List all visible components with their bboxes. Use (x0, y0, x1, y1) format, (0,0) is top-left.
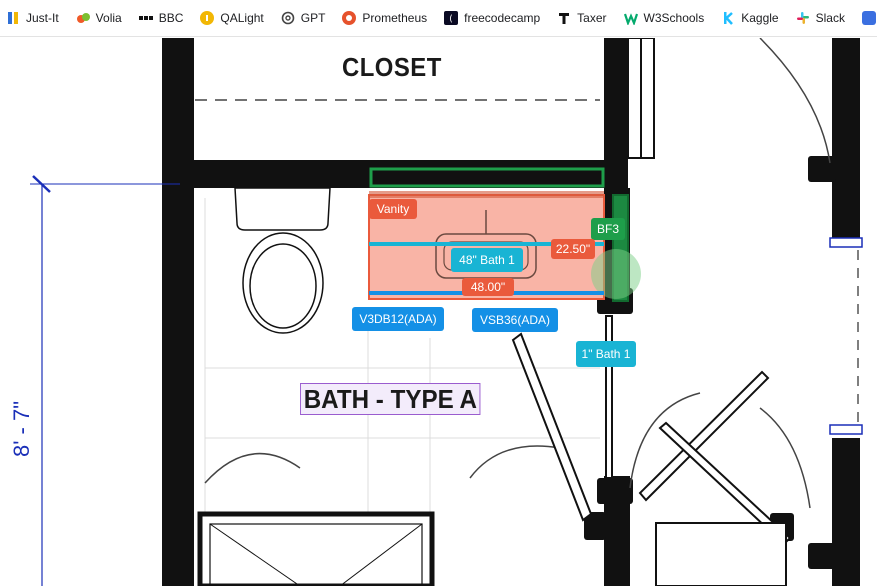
bookmark-freecodecamp[interactable]: ( freecodecamp (444, 11, 540, 25)
bath-1-label[interactable]: 1" Bath 1 (576, 341, 636, 367)
width-48-label[interactable]: 48.00" (462, 278, 514, 296)
floor-plan-drawing (30, 38, 863, 586)
bookmark-just-it[interactable]: Just-It (6, 11, 59, 25)
prometheus-icon (342, 11, 357, 25)
qalight-icon (200, 11, 215, 25)
taxer-icon (557, 11, 571, 25)
bookmark-label: Volia (95, 11, 122, 25)
bookmark-bbc[interactable]: BBC (138, 11, 184, 25)
window-sill (829, 424, 863, 435)
extension-icon[interactable] (861, 11, 876, 25)
bookmark-label: Just-It (26, 11, 59, 25)
kaggle-icon (721, 11, 735, 25)
bath-type-label: BATH - TYPE A (300, 383, 481, 415)
bookmark-label: GPT (300, 11, 326, 25)
toilet (234, 187, 331, 334)
door-swings (204, 38, 831, 509)
tub-edge (655, 522, 787, 586)
bookmark-label: W3Schools (643, 11, 705, 25)
gpt-icon (281, 11, 295, 25)
svg-text:(: ( (449, 15, 453, 25)
bf3-top-outline[interactable] (369, 167, 605, 188)
bookmark-w3schools[interactable]: W3Schools (623, 11, 705, 27)
bf3-handle[interactable] (591, 249, 641, 299)
bath-48-label[interactable]: 48" Bath 1 (451, 248, 523, 272)
bookmark-label: QALight (220, 11, 264, 25)
bf3-label[interactable]: BF3 (591, 218, 625, 240)
bookmark-qalight[interactable]: QALight (200, 11, 264, 25)
bookmark-volia[interactable]: Volia (76, 11, 122, 25)
width-22-label[interactable]: 22.50" (551, 239, 595, 259)
bookmark-kaggle[interactable]: Kaggle (721, 11, 779, 25)
freecodecamp-icon: ( (444, 11, 459, 25)
bookmark-slack[interactable]: Slack (796, 11, 845, 25)
bookmark-label: BBC (158, 11, 184, 25)
dimension-label: 8' - 7" (9, 400, 34, 458)
bookmark-taxer[interactable]: Taxer (557, 11, 607, 25)
bookmark-label: freecodecamp (464, 11, 541, 25)
shower (197, 511, 435, 586)
volia-icon (76, 11, 90, 25)
bbc-icon (138, 11, 153, 25)
bookmark-label: Prometheus (362, 11, 428, 25)
dimension-line (30, 175, 180, 586)
bookmark-gpt[interactable]: GPT (281, 11, 326, 25)
v3db12-label[interactable]: V3DB12(ADA) (352, 307, 444, 331)
vsb36-label[interactable]: VSB36(ADA) (472, 308, 558, 332)
just-it-icon (6, 11, 20, 25)
bookmark-label: Taxer (577, 11, 607, 25)
door-leaves (511, 315, 792, 546)
bookmarks-bar: Just-It Volia BBC QALight GPT Prometheus ( free… (0, 0, 877, 37)
bookmark-label: Kaggle (741, 11, 779, 25)
slack-icon (796, 11, 810, 25)
floor-plan-canvas[interactable]: CLOSET BATH - TYPE A 8' - 7" Vanity BF3 … (0, 38, 877, 586)
vanity-label[interactable]: Vanity (369, 199, 417, 219)
bookmark-prometheus[interactable]: Prometheus (342, 11, 427, 25)
bookmark-label: Slack (815, 11, 845, 25)
window-sill (829, 237, 863, 248)
closet-label: CLOSET (342, 52, 442, 82)
w3schools-icon (623, 11, 638, 27)
